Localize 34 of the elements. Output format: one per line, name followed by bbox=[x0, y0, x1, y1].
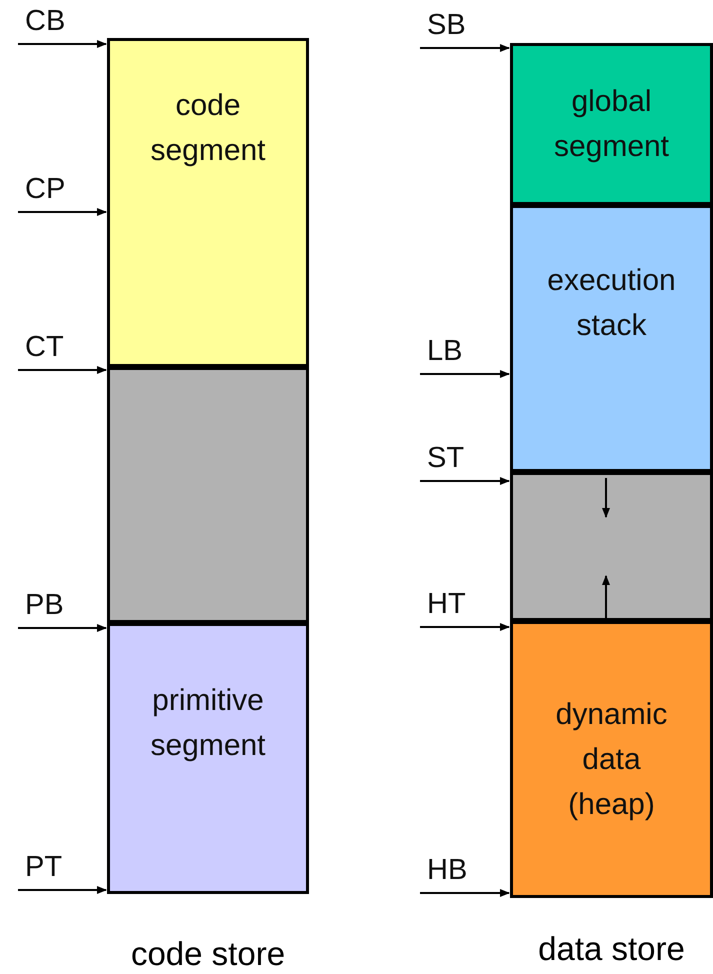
pointer-label: HB bbox=[420, 855, 468, 893]
memory-segment bbox=[510, 43, 713, 205]
pointer-label: ST bbox=[420, 443, 464, 481]
segment-label: global segment bbox=[552, 84, 670, 165]
memory-segment bbox=[107, 38, 309, 367]
pointer-arrow bbox=[420, 623, 510, 631]
free-space-block bbox=[510, 472, 713, 621]
pointer-arrow bbox=[420, 889, 510, 897]
pointer-label: HT bbox=[420, 589, 466, 627]
store-caption: data store bbox=[538, 930, 685, 968]
pointer-label: SB bbox=[420, 10, 466, 48]
pointer-label: CP bbox=[18, 174, 66, 212]
memory-segment bbox=[510, 621, 713, 898]
memory-segment bbox=[510, 205, 713, 472]
pointer-label: CB bbox=[18, 6, 66, 44]
pointer-label: CT bbox=[18, 332, 64, 370]
pointer-arrow bbox=[420, 370, 510, 378]
segment-label: execution stack bbox=[546, 263, 677, 344]
memory-segment bbox=[107, 623, 309, 894]
pointer-arrow bbox=[420, 477, 510, 485]
segment-label: dynamic data (heap) bbox=[554, 697, 668, 823]
pointer-label: LB bbox=[420, 336, 462, 374]
free-space-block bbox=[107, 367, 309, 623]
pointer-label: PB bbox=[18, 590, 64, 628]
segment-label: code segment bbox=[149, 88, 267, 169]
pointer-arrow bbox=[18, 40, 107, 48]
pointer-label: PT bbox=[18, 852, 62, 890]
store-caption: code store bbox=[130, 935, 286, 973]
pointer-arrow bbox=[18, 886, 107, 894]
pointer-arrow bbox=[18, 624, 107, 632]
pointer-arrow bbox=[18, 366, 107, 374]
pointer-arrow bbox=[18, 208, 107, 216]
segment-label: primitive segment bbox=[149, 683, 267, 764]
pointer-arrow bbox=[420, 44, 510, 52]
